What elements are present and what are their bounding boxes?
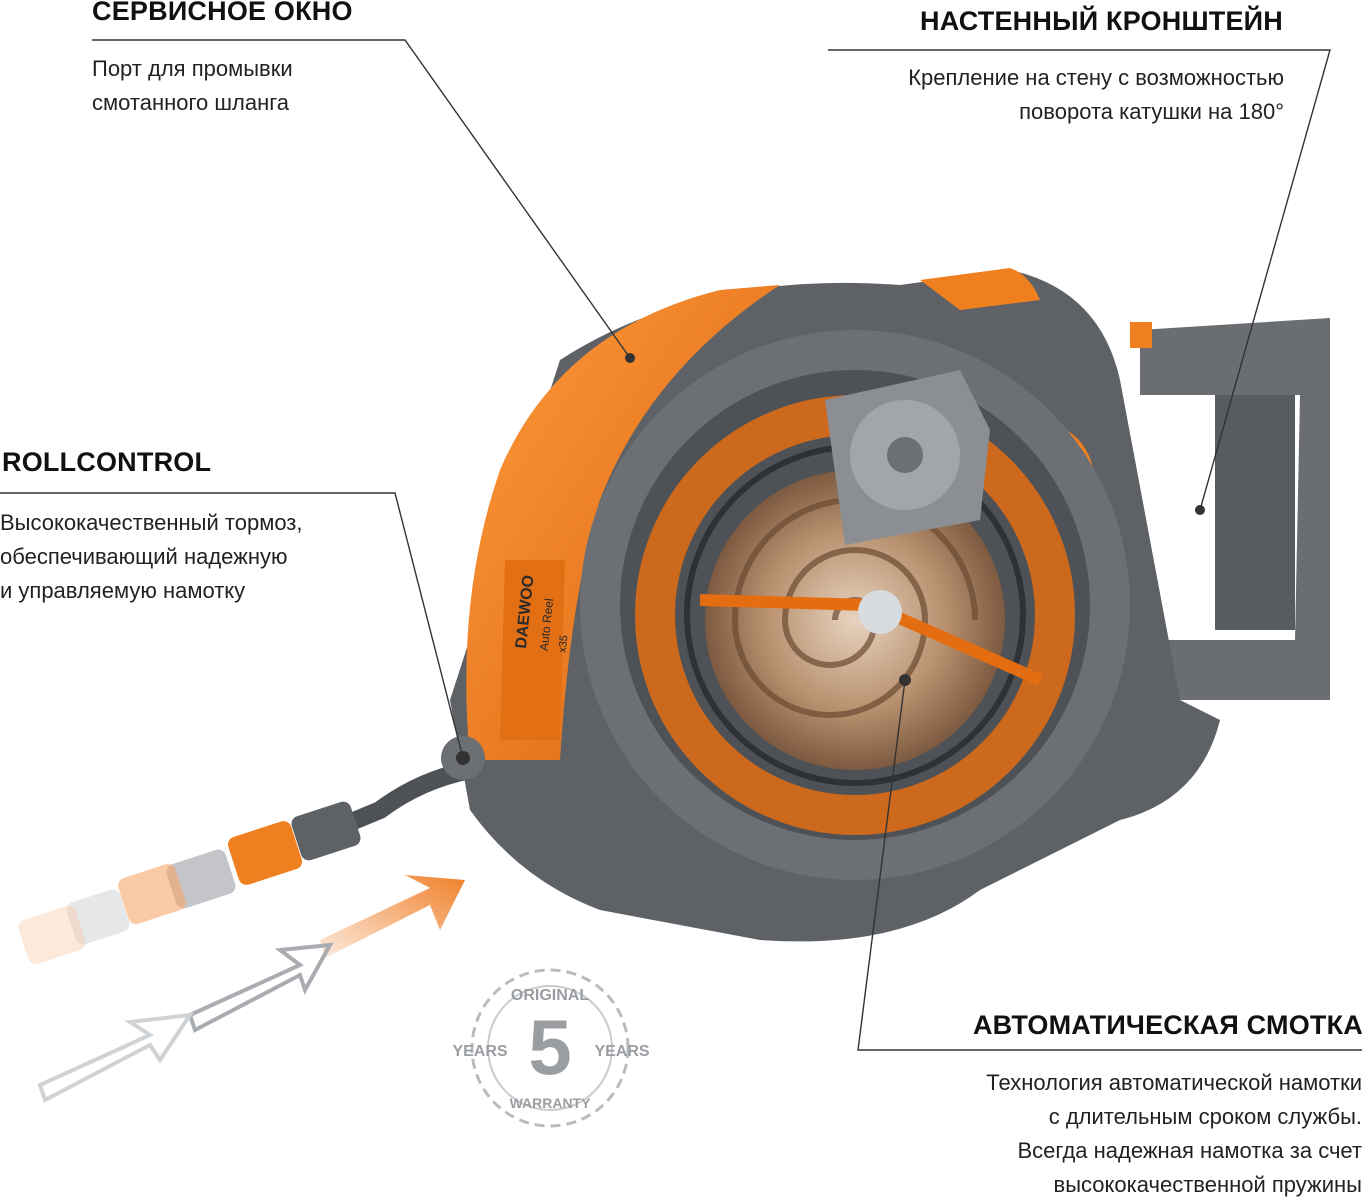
wall-bracket-title: НАСТЕННЫЙ КРОНШТЕЙН <box>920 6 1283 36</box>
wall-bracket-line: Крепление на стену с возможностью <box>908 65 1284 90</box>
warranty-badge: 5 ORIGINAL WARRANTY YEARS YEARS <box>452 968 650 1128</box>
auto-rewind-line: с длительным сроком службы. <box>1048 1104 1362 1129</box>
auto-rewind-line: Всегда надежная намотка за счет <box>1017 1138 1363 1163</box>
leader-auto-rewind <box>857 679 1362 1051</box>
leader-rollcontrol <box>0 492 464 759</box>
model-name: Auto Reel <box>537 598 556 652</box>
wall-bracket-line: поворота катушки на 180° <box>1019 99 1284 124</box>
rollcontrol-line: и управляемую намотку <box>0 578 246 603</box>
badge-right-label: YEARS <box>594 1043 649 1060</box>
badge-top-label: ORIGINAL <box>511 987 589 1004</box>
badge-left-label: YEARS <box>452 1043 507 1060</box>
badge-bottom-label: WARRANTY <box>510 1095 592 1111</box>
badge-number: 5 <box>528 1003 571 1091</box>
service-window-title: СЕРВИСНОЕ ОКНО <box>92 0 353 26</box>
service-window-description: Порт для промывки смотанного шланга <box>92 52 293 120</box>
leader-lines <box>0 39 1362 1051</box>
hose-outlet <box>18 736 485 965</box>
rollcontrol-title: ROLLCONTROL <box>2 447 212 477</box>
reel-housing <box>450 268 1220 942</box>
service-window-line: Порт для промывки <box>92 56 293 81</box>
wall-bracket-description: Крепление на стену с возможностью поворо… <box>908 61 1284 129</box>
auto-rewind-title: АВТОМАТИЧЕСКАЯ СМОТКА <box>972 1010 1363 1040</box>
auto-rewind-line: высококачественной пружины <box>1053 1172 1362 1197</box>
model-variant: x35 <box>557 635 571 654</box>
rollcontrol-line: Высококачественный тормоз, <box>0 510 303 535</box>
rollcontrol-description: Высококачественный тормоз, обеспечивающи… <box>0 506 303 608</box>
auto-rewind-description: Технология автоматической намотки с длит… <box>986 1066 1362 1202</box>
tap-connector-icon <box>1130 322 1152 348</box>
auto-rewind-line: Технология автоматической намотки <box>986 1070 1362 1095</box>
service-window-line: смотанного шланга <box>92 90 290 115</box>
rollcontrol-line: обеспечивающий надежную <box>0 544 288 569</box>
motion-arrows <box>37 875 465 1103</box>
wall-bracket <box>1130 318 1330 700</box>
leader-service-window <box>92 39 631 359</box>
leader-wall-bracket <box>828 49 1331 511</box>
